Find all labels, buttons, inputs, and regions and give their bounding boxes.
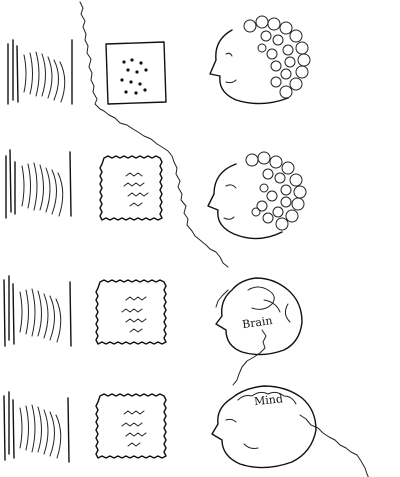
curly-head-1	[209, 15, 311, 105]
curly-hair	[243, 15, 311, 99]
brain-label: Brain	[241, 314, 273, 331]
row-4: Mind	[3, 385, 317, 469]
wavy-square	[95, 393, 167, 459]
brain-head: Brain	[215, 277, 303, 356]
connecting-wavy-line-tail	[299, 414, 369, 477]
dotted-square	[105, 41, 167, 105]
connecting-wavy-line-lower	[232, 329, 267, 386]
wavy-square	[99, 155, 163, 221]
sound-wave-icon	[5, 149, 72, 219]
curly-head-2	[207, 151, 307, 240]
row-2	[5, 149, 307, 240]
mind-head: Mind	[211, 385, 317, 469]
connecting-wavy-line	[79, 1, 229, 308]
sound-wave-icon	[3, 391, 70, 463]
sound-wave-icon	[3, 275, 72, 347]
wavy-square	[95, 279, 167, 345]
curly-hair	[245, 151, 307, 231]
mind-label: Mind	[253, 392, 283, 408]
sound-wave-icon	[7, 39, 73, 105]
row-3: Brain	[3, 275, 303, 356]
row-1	[7, 15, 311, 105]
